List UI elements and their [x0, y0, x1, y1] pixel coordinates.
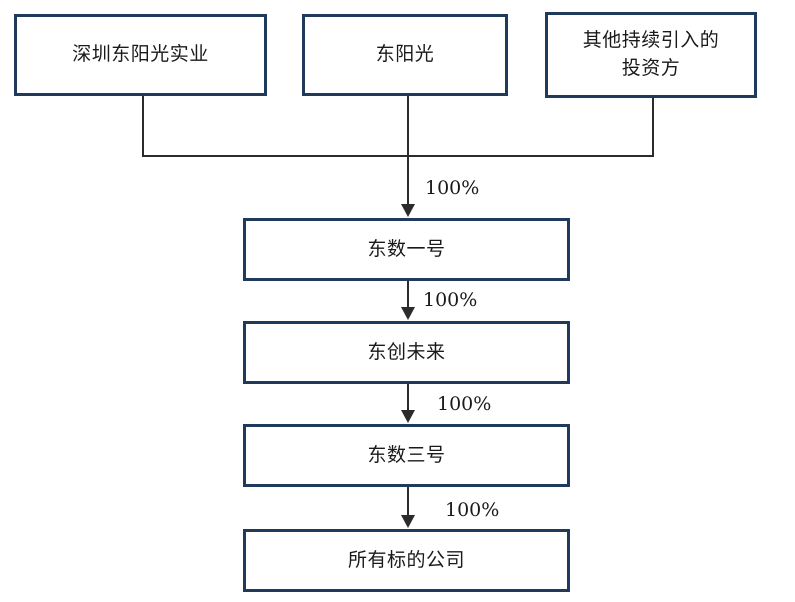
- connector-bus-to-dongshu-yihao: [407, 155, 409, 205]
- edge-label-100-percent-2: 100%: [423, 289, 478, 311]
- node-shenzhen-dongyangguang-shiye[interactable]: 深圳东阳光实业: [14, 14, 267, 96]
- node-dongyangguang[interactable]: 东阳光: [302, 14, 508, 96]
- node-label: 东数一号: [367, 237, 446, 260]
- node-label: 东创未来: [367, 340, 446, 363]
- node-label: 深圳东阳光实业: [72, 43, 209, 66]
- connector-drop-shenzhen-dongyangguang-shiye: [142, 96, 144, 156]
- node-dongchuang-weilai[interactable]: 东创未来: [243, 321, 570, 384]
- edge-label-100-percent-1: 100%: [425, 177, 480, 199]
- node-label: 所有标的公司: [347, 548, 465, 571]
- node-dongshu-sanhao[interactable]: 东数三号: [243, 424, 570, 487]
- edge-label-100-percent-4: 100%: [445, 499, 500, 521]
- connector-drop-other-investors: [652, 98, 654, 156]
- arrowhead-to-dongshu-yihao: [401, 204, 415, 217]
- arrowhead-to-all-target-companies: [401, 515, 415, 528]
- connector-dongshu-yihao-to-dongchuang-weilai: [407, 281, 409, 309]
- node-other-investors[interactable]: 其他持续引入的 投资方: [545, 12, 757, 98]
- connector-drop-dongyangguang: [407, 96, 409, 156]
- connector-dongshu-sanhao-to-all-target-companies: [407, 487, 409, 517]
- node-label: 东数三号: [367, 443, 446, 466]
- arrowhead-to-dongchuang-weilai: [401, 307, 415, 320]
- connector-horizontal-bus: [142, 155, 654, 157]
- connector-dongchuang-weilai-to-dongshu-sanhao: [407, 384, 409, 412]
- node-dongshu-yihao[interactable]: 东数一号: [243, 218, 570, 281]
- node-all-target-companies[interactable]: 所有标的公司: [243, 529, 570, 592]
- node-label: 其他持续引入的 投资方: [582, 29, 720, 79]
- node-label: 东阳光: [375, 43, 435, 66]
- arrowhead-to-dongshu-sanhao: [401, 410, 415, 423]
- edge-label-100-percent-3: 100%: [437, 393, 492, 415]
